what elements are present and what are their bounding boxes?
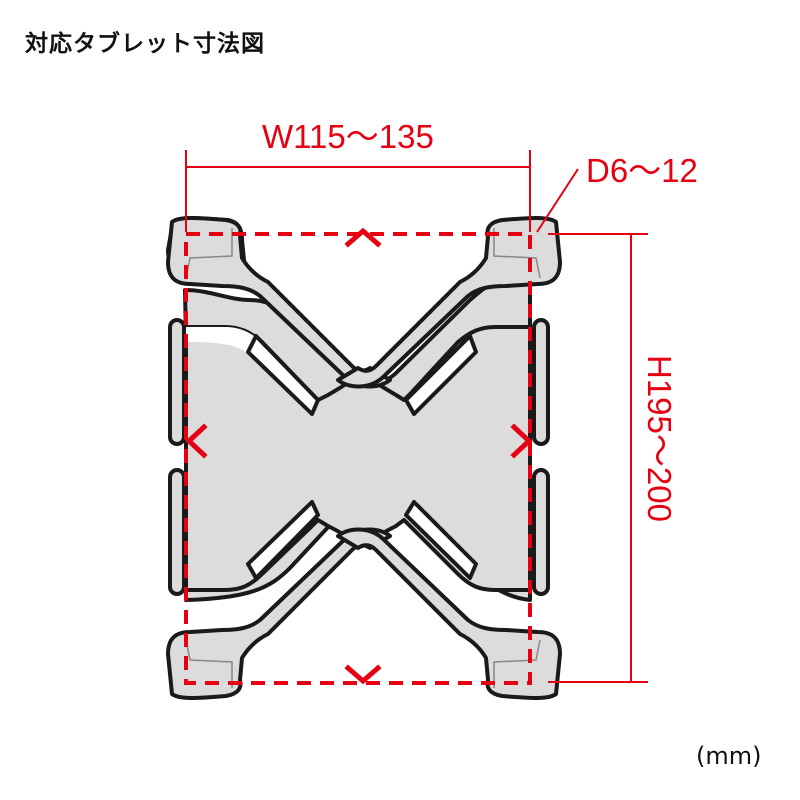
depth-leader-line — [536, 168, 579, 233]
width-label: W115〜135 — [262, 118, 434, 155]
depth-label: D6〜12 — [586, 152, 698, 189]
down-arrow-marker-icon — [344, 664, 382, 685]
unit-label: (mm) — [696, 742, 762, 770]
holder-detail — [166, 216, 562, 700]
height-dimension-line — [548, 233, 648, 683]
width-dimension-line — [185, 150, 531, 232]
holder-slots — [186, 327, 478, 580]
up-arrow-marker-icon — [344, 227, 382, 248]
page-title: 対応タブレット寸法図 — [25, 31, 265, 57]
right-arrow-marker-icon — [510, 423, 533, 459]
height-label: H195〜200 — [641, 355, 678, 522]
left-arrow-marker-icon — [185, 423, 208, 459]
